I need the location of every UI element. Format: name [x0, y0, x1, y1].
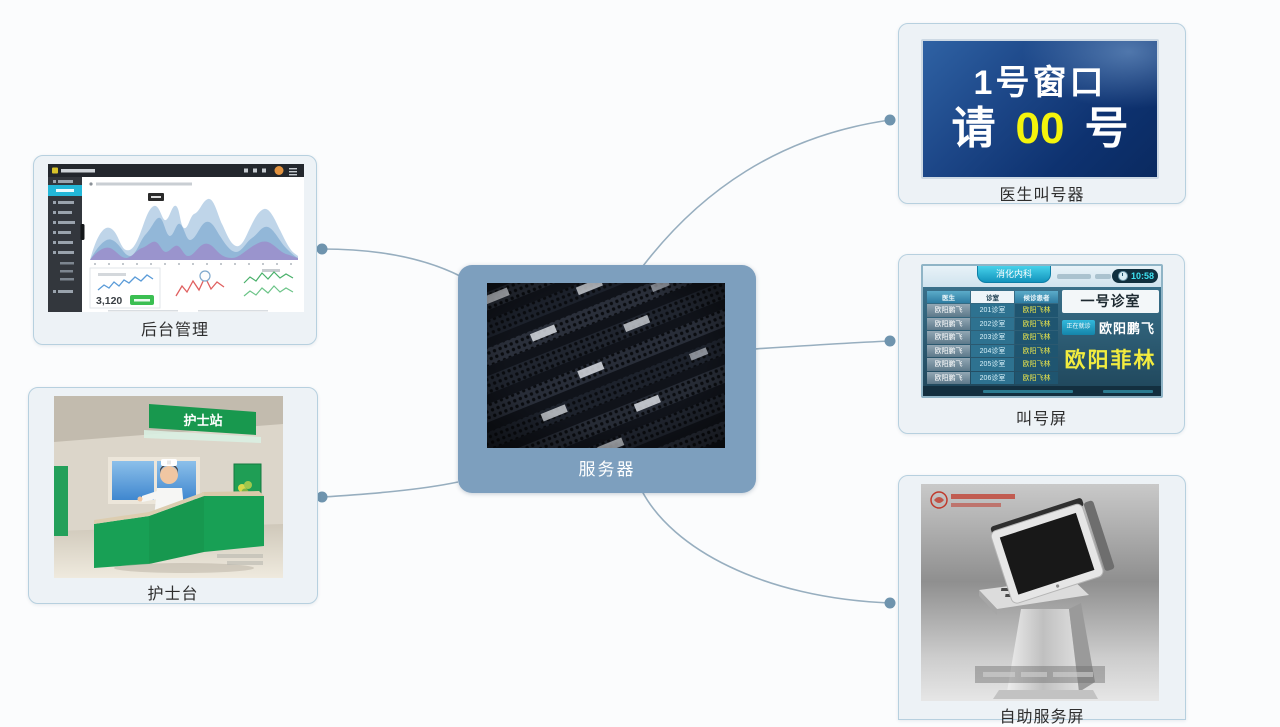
- clock-widget: 10:58: [1112, 269, 1158, 283]
- node-nurse-label: 护士台: [147, 586, 199, 603]
- connector-dot: [316, 243, 328, 255]
- clock-time: 10:58: [1130, 271, 1154, 281]
- line-widget-red: [175, 270, 225, 297]
- ticker-bar: [923, 386, 1161, 396]
- window-number-text: 1号窗口: [973, 64, 1107, 103]
- stat-widget: 3,120: [89, 267, 161, 309]
- connector-callscreen: [753, 340, 891, 350]
- node-kiosk-label: 自助服务屏: [999, 709, 1085, 726]
- avatar: [274, 166, 284, 175]
- connector-doctor: [642, 119, 891, 267]
- node-admin[interactable]: 3,120 后台管理: [33, 155, 317, 345]
- server-rack-photo: [487, 283, 725, 448]
- connector-admin: [321, 248, 461, 277]
- kiosk-screen: [990, 498, 1115, 604]
- header-icon: [244, 168, 248, 173]
- queue-header: 候诊患者: [1015, 291, 1058, 303]
- kiosk-pedestal: [993, 603, 1098, 699]
- connector-dot: [884, 114, 896, 126]
- line-widget-green: [243, 269, 294, 297]
- connector-nurse: [321, 481, 459, 498]
- node-server-label: 服务器: [578, 460, 636, 479]
- status-badge: 正在就诊: [1062, 320, 1095, 335]
- connector-dot: [884, 335, 896, 347]
- node-doctor-label: 医生叫号器: [999, 187, 1085, 204]
- connector-dot: [884, 597, 896, 609]
- node-callscreen-label: 叫号屏: [1015, 411, 1067, 428]
- node-server[interactable]: 服务器: [458, 265, 756, 493]
- stat-value: 3,120: [96, 295, 122, 307]
- counter: [94, 491, 264, 568]
- header-icon: [253, 168, 257, 173]
- connector-dot: [316, 491, 328, 503]
- room-title: 一号诊室: [1062, 290, 1159, 313]
- called-patient-name: 欧阳菲林: [1064, 349, 1157, 372]
- node-kiosk[interactable]: 自助服务屏: [898, 475, 1186, 726]
- header-icon: [262, 168, 266, 173]
- watermark: [217, 554, 263, 565]
- hamburger-icon: [289, 168, 297, 176]
- queue-header: 医生: [927, 291, 970, 303]
- left-door: [54, 466, 68, 536]
- node-nurse[interactable]: 护士站: [28, 387, 318, 604]
- clock-icon: [1117, 271, 1128, 281]
- connector-kiosk: [641, 490, 891, 604]
- department-tab: 消化内科: [977, 266, 1051, 283]
- node-admin-label: 后台管理: [140, 322, 209, 339]
- kiosk-photo: [921, 484, 1159, 701]
- admin-dashboard-thumbnail: 3,120: [48, 164, 304, 312]
- photo-watermark: [975, 666, 1105, 683]
- sidebar-collapse-handle: [80, 224, 85, 240]
- nurse-station-sign: 护士站: [144, 404, 261, 443]
- admin-logo-icon: [52, 167, 58, 174]
- nurse-station-photo: 护士站: [54, 396, 283, 578]
- svg-text:护士站: 护士站: [183, 413, 222, 428]
- current-patient-name: 欧阳鹏飞: [1098, 321, 1155, 336]
- queue-header: 诊室: [971, 291, 1014, 303]
- vendor-watermark: [930, 491, 1015, 509]
